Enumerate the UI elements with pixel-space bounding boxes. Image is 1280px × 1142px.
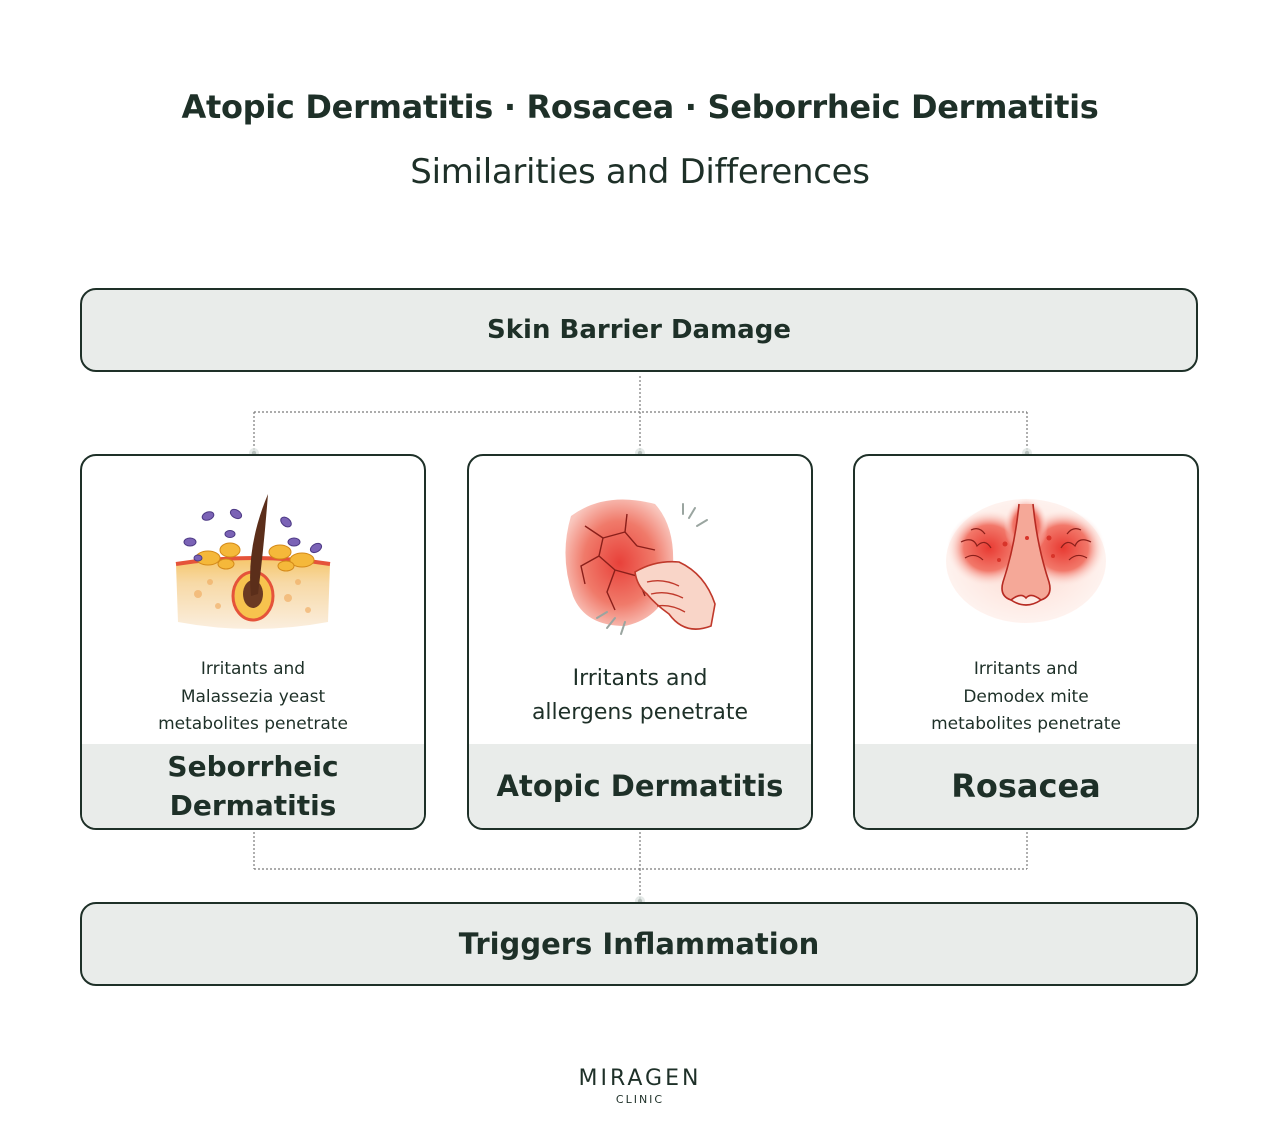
triggers-inflammation-box: Triggers Inflammation	[80, 902, 1198, 986]
card-rosacea: Irritants and Demodex mite metabolites p…	[853, 454, 1199, 830]
hair-follicle-yeast-icon	[82, 486, 424, 646]
skin-barrier-damage-box: Skin Barrier Damage	[80, 288, 1198, 372]
condition-name: Seborrheic Dermatitis	[82, 744, 424, 828]
condition-name: Rosacea	[855, 744, 1197, 828]
card-description: Irritants and Demodex mite metabolites p…	[931, 659, 1121, 734]
page-subtitle: Similarities and Differences	[410, 152, 870, 192]
card-atopic-dermatitis: Irritants and allergens penetrate Atopic…	[467, 454, 813, 830]
card-seborrheic-dermatitis: Irritants and Malassezia yeast metabolit…	[80, 454, 426, 830]
page-title: Atopic Dermatitis · Rosacea · Seborrheic…	[181, 88, 1099, 126]
condition-name: Atopic Dermatitis	[469, 744, 811, 828]
red-face-nose-icon	[855, 486, 1197, 646]
skin-barrier-damage-label: Skin Barrier Damage	[487, 315, 791, 345]
clinic-logo: MIRAGEN CLINIC	[0, 1066, 1280, 1106]
triggers-inflammation-label: Triggers Inflammation	[458, 927, 820, 961]
card-description: Irritants and Malassezia yeast metabolit…	[158, 659, 348, 734]
card-description: Irritants and allergens penetrate	[531, 666, 749, 725]
logo-subtitle: CLINIC	[615, 1093, 665, 1106]
itchy-cracked-skin-icon	[469, 486, 811, 646]
logo-name: MIRAGEN	[578, 1066, 702, 1091]
